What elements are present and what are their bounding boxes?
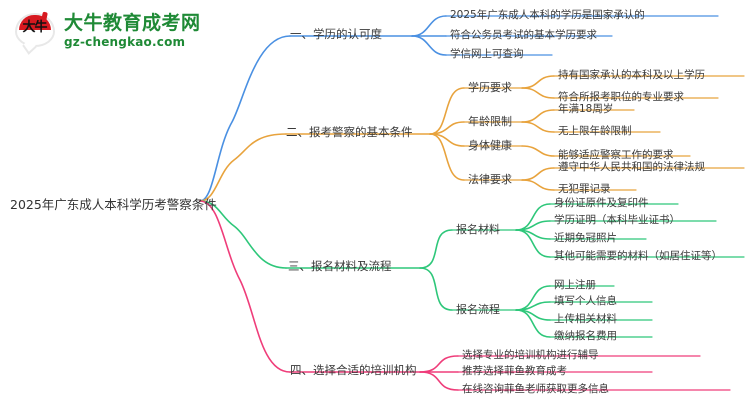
leaf-node[interactable]: 上传相关材料 (554, 313, 617, 325)
branch-node-4[interactable]: 四、选择合适的培训机构 (290, 363, 417, 377)
leaf-node[interactable]: 填写个人信息 (554, 295, 617, 307)
leaf-node[interactable]: 无犯罪记录 (558, 183, 611, 195)
leaf-node[interactable]: 缴纳报名费用 (554, 330, 617, 342)
logo-mark-text: 大牛 (22, 20, 47, 35)
leaf-node[interactable]: 在线咨询菲鱼老师获取更多信息 (462, 383, 609, 395)
group-node[interactable]: 年龄限制 (468, 115, 512, 128)
branch-node-3[interactable]: 三、报名材料及流程 (288, 259, 392, 273)
leaf-node[interactable]: 近期免冠照片 (554, 232, 617, 244)
leaf-node[interactable]: 身份证原件及复印件 (554, 197, 649, 209)
leaf-node[interactable]: 选择专业的培训机构进行辅导 (462, 349, 599, 361)
leaf-node[interactable]: 无上限年龄限制 (558, 125, 632, 137)
leaf-node[interactable]: 2025年广东成人本科的学历是国家承认的 (450, 9, 645, 21)
leaf-node[interactable]: 能够适应警察工作的要求 (558, 149, 674, 161)
leaf-node[interactable]: 符合公务员考试的基本学历要求 (450, 29, 597, 41)
leaf-node[interactable]: 年满18周岁 (558, 103, 614, 115)
leaf-node[interactable]: 网上注册 (554, 279, 596, 291)
branch-node-2[interactable]: 二、报考警察的基本条件 (286, 125, 413, 139)
group-node[interactable]: 报名材料 (456, 223, 500, 236)
leaf-node[interactable]: 学历证明（本科毕业证书） (554, 214, 680, 226)
logo-subtitle: gz-chengkao.com (64, 35, 186, 49)
group-node[interactable]: 学历要求 (468, 81, 512, 94)
site-logo: 大牛 大牛教育成考网 gz-chengkao.com (14, 8, 214, 54)
root-node[interactable]: 2025年广东成人本科学历考警察条件 (10, 197, 217, 212)
logo-mark-icon: 大牛 (14, 11, 58, 51)
branch-node-1[interactable]: 一、学历的认可度 (290, 27, 382, 41)
group-node[interactable]: 报名流程 (456, 303, 500, 316)
leaf-node[interactable]: 其他可能需要的材料（如居住证等） (554, 250, 722, 262)
leaf-node[interactable]: 遵守中华人民共和国的法律法规 (558, 161, 705, 173)
logo-title: 大牛教育成考网 (64, 12, 201, 34)
leaf-node[interactable]: 持有国家承认的本科及以上学历 (558, 69, 705, 81)
group-node[interactable]: 身体健康 (468, 139, 512, 152)
leaf-node[interactable]: 推荐选择菲鱼教育成考 (462, 365, 567, 377)
leaf-node[interactable]: 符合所报考职位的专业要求 (558, 91, 684, 103)
leaf-node[interactable]: 学信网上可查询 (450, 48, 524, 60)
group-node[interactable]: 法律要求 (468, 173, 512, 186)
